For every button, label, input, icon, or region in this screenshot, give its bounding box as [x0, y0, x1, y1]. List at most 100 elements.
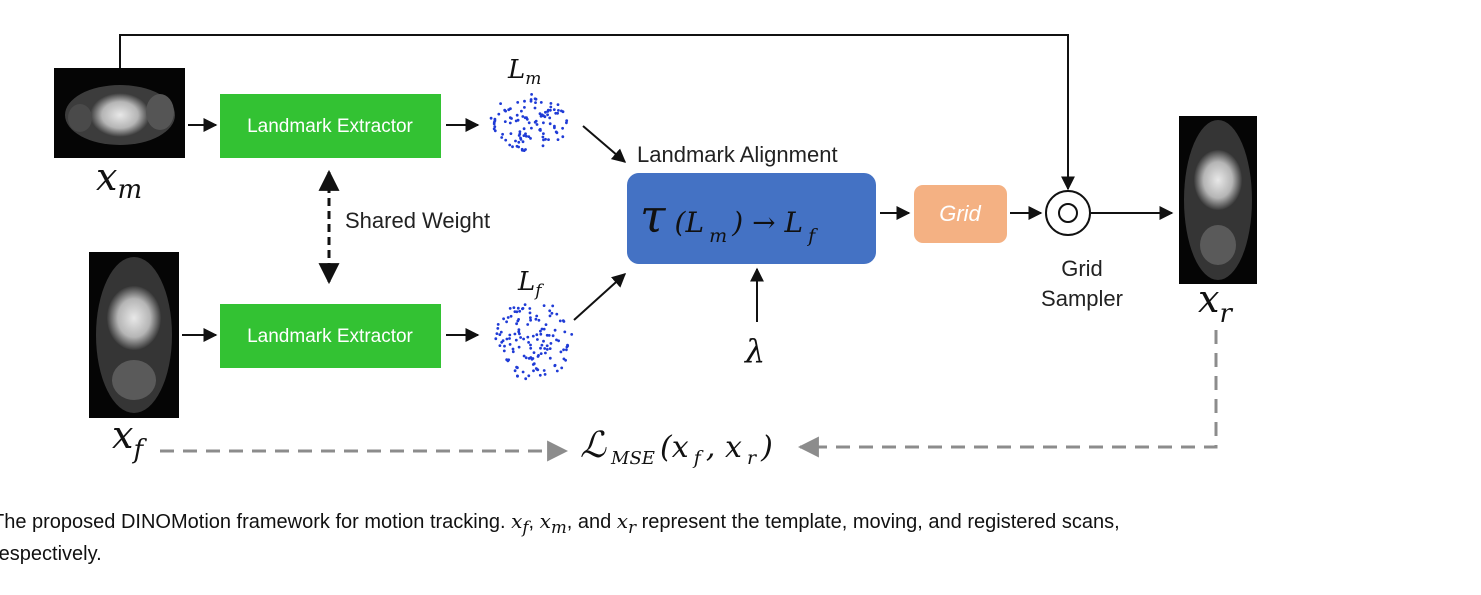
- landmark-point: [504, 138, 508, 142]
- landmark-point: [542, 114, 545, 118]
- landmark-point: [524, 148, 527, 151]
- caption-part1: The proposed DINOMotion framework for mo…: [0, 511, 512, 533]
- landmark-point: [521, 370, 525, 374]
- landmark-point: [555, 131, 559, 135]
- landmark-point: [553, 328, 557, 332]
- caption-line2: respectively.: [0, 543, 102, 565]
- landmark-point: [514, 139, 517, 143]
- landmark-point: [529, 318, 532, 322]
- landmark-point: [549, 108, 552, 112]
- grid-sampler-label-line2: Sampler: [1041, 286, 1123, 311]
- landmark-point: [542, 369, 546, 372]
- landmark-point: [534, 97, 538, 101]
- landmark-point: [560, 109, 563, 113]
- landmark-point: [508, 337, 511, 340]
- landmark-point: [545, 333, 549, 337]
- landmark-point: [527, 374, 531, 378]
- landmark-point: [556, 103, 560, 106]
- landmark-point: [503, 108, 507, 112]
- landmark-point: [536, 338, 539, 341]
- landmark-point: [522, 127, 526, 131]
- landmark-point: [516, 306, 520, 310]
- alignment-equation: τ (L m ) → L f: [640, 189, 818, 247]
- landmark-point: [529, 343, 532, 347]
- grid-sampler-label-line1: Grid: [1061, 256, 1103, 281]
- landmark-point: [529, 137, 532, 140]
- registered-scan-image: [1179, 116, 1257, 284]
- landmark-point: [540, 343, 544, 347]
- caption-part2: represent the template, moving, and regi…: [636, 511, 1120, 533]
- loss-label: ℒ MSE (x f , x r ): [580, 425, 773, 469]
- landmark-point: [539, 352, 543, 355]
- landmark-point: [516, 118, 520, 122]
- landmark-point: [557, 109, 560, 112]
- landmark-point: [492, 122, 496, 126]
- landmark-point: [532, 369, 535, 373]
- lambda-label: λ: [743, 332, 765, 370]
- landmark-point: [570, 333, 574, 336]
- landmark-point: [539, 346, 542, 350]
- landmark-point: [530, 126, 533, 130]
- lm-label: Lm: [507, 55, 541, 89]
- landmark-point: [518, 132, 522, 136]
- landmark-point: [531, 357, 535, 360]
- landmark-point: [548, 122, 552, 126]
- landmark-point: [561, 135, 565, 139]
- landmark-point: [509, 132, 513, 136]
- figure-caption: The proposed DINOMotion framework for mo…: [0, 508, 1432, 567]
- landmark-point: [562, 357, 566, 361]
- landmark-point: [498, 344, 502, 347]
- landmark-point: [520, 147, 524, 151]
- landmark-point: [489, 116, 493, 120]
- landmark-point: [499, 102, 502, 105]
- landmark-point: [511, 347, 515, 351]
- landmark-extractor-bottom-box: [220, 304, 441, 368]
- landmark-extractor-bottom-label: Landmark Extractor: [247, 326, 413, 347]
- landmark-point: [502, 349, 506, 353]
- landmark-point: [558, 319, 562, 323]
- landmark-point: [543, 373, 547, 376]
- landmark-point: [535, 314, 539, 318]
- landmark-point: [547, 334, 551, 337]
- landmark-point: [517, 328, 521, 332]
- landmark-point: [517, 345, 521, 349]
- landmark-point: [503, 344, 506, 348]
- landmark-point: [533, 106, 537, 110]
- landmark-point: [521, 140, 525, 144]
- landmark-point: [542, 327, 546, 331]
- landmark-point: [542, 339, 545, 343]
- landmark-point: [506, 316, 510, 319]
- landmark-point: [562, 348, 565, 352]
- landmark-point: [560, 366, 564, 370]
- landmark-point: [534, 119, 538, 123]
- landmark-point: [496, 323, 500, 326]
- landmark-point: [521, 307, 524, 311]
- landmark-point: [521, 115, 525, 118]
- landmark-point: [553, 126, 556, 130]
- landmark-point: [515, 310, 519, 314]
- landmark-point: [549, 102, 553, 105]
- landmark-point: [510, 117, 513, 120]
- landmark-point: [535, 333, 539, 337]
- xm-label: xm: [96, 155, 142, 205]
- landmark-point: [529, 98, 533, 101]
- landmark-point: [515, 322, 518, 326]
- landmark-point: [528, 311, 532, 315]
- landmark-point: [527, 135, 531, 139]
- landmark-extractor-top-label: Landmark Extractor: [247, 116, 413, 137]
- landmark-point: [534, 101, 537, 104]
- landmark-point: [551, 334, 555, 338]
- shared-weight-label: Shared Weight: [345, 208, 490, 233]
- landmark-point: [559, 350, 563, 354]
- landmark-point: [545, 348, 549, 351]
- xf-label: xf: [112, 413, 147, 465]
- landmark-point: [508, 143, 512, 147]
- caption-xf: xf: [511, 509, 529, 537]
- landmark-point: [514, 338, 518, 342]
- landmark-point: [501, 132, 504, 136]
- landmark-point: [498, 333, 502, 336]
- landmark-point: [540, 327, 544, 331]
- landmark-point: [517, 318, 520, 321]
- arrow-lm-to-alignment: [582, 125, 627, 163]
- landmark-point: [500, 136, 504, 139]
